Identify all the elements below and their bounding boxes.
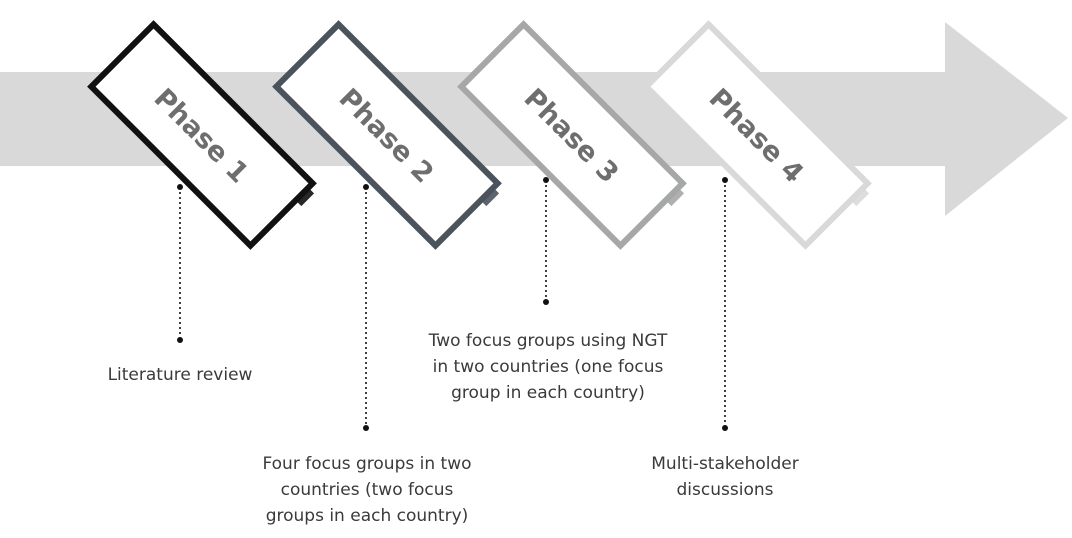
phase-tag-frame <box>457 20 687 250</box>
phase-tag-frame <box>87 20 317 250</box>
connector-phase-3 <box>543 177 549 305</box>
connector-phase-4 <box>722 177 728 431</box>
phase-tag-frame <box>272 20 502 250</box>
description-line: countries (two focus <box>280 480 454 500</box>
description-line: discussions <box>676 480 774 500</box>
description-line: Four focus groups in two <box>262 454 472 474</box>
description-line: Multi-stakeholder <box>651 454 799 474</box>
description-line: in two countries (one focus <box>432 357 664 377</box>
phase-tag-frame <box>642 20 872 250</box>
description-line: groups in each country) <box>265 506 469 526</box>
description-line: Literature review <box>107 365 253 385</box>
description-line: Two focus groups using NGT <box>428 331 668 351</box>
connector-phase-2 <box>363 184 369 431</box>
phase-4-description: Multi-stakeholder discussions <box>610 451 840 503</box>
phase-3-description: Two focus groups using NGT in two countr… <box>393 328 703 406</box>
phase-2-description: Four focus groups in two countries (two … <box>217 451 517 529</box>
connector-phase-1 <box>177 184 183 343</box>
description-line: group in each country) <box>451 383 645 403</box>
phase-1-description: Literature review <box>80 362 280 388</box>
phase-tag-1: Phase 1 <box>87 20 317 250</box>
phase-tag-2: Phase 2 <box>272 20 502 250</box>
